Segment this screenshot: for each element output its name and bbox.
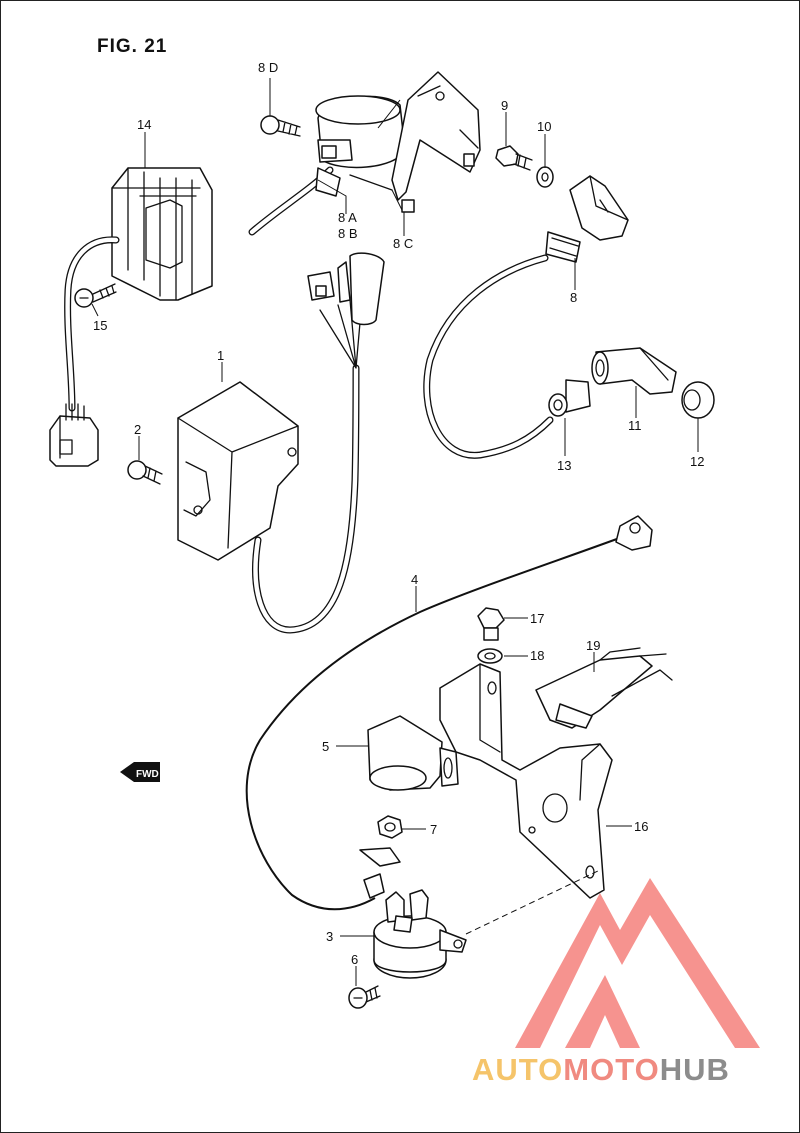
figure-title: FIG. 21	[97, 36, 168, 57]
callout-1: 1	[217, 348, 224, 363]
callout-8b: 8 B	[338, 226, 358, 241]
callout-6: 6	[351, 952, 358, 967]
callout-15: 15	[93, 318, 107, 333]
callout-4: 4	[411, 572, 418, 587]
callout-9: 9	[501, 98, 508, 113]
brand-wordmark: AUTOMOTOHUB	[472, 1052, 730, 1088]
screw-6	[348, 985, 381, 1009]
fwd-label: FWD	[136, 769, 159, 780]
fwd-arrow-icon: FWD	[120, 762, 160, 782]
callout-17: 17	[530, 611, 544, 626]
screw-2	[127, 460, 163, 485]
callout-2: 2	[134, 422, 141, 437]
callout-16: 16	[634, 819, 648, 834]
callout-8a: 8 A	[338, 210, 357, 225]
callout-12: 12	[690, 454, 704, 469]
callout-19: 19	[586, 638, 600, 653]
callout-8d: 8 D	[258, 60, 278, 75]
callout-8c: 8 C	[393, 236, 413, 251]
mounting-bracket-16	[439, 663, 613, 899]
cdi-wire-harness	[252, 252, 385, 634]
callout-3: 3	[326, 929, 333, 944]
callout-13: 13	[557, 458, 571, 473]
lead-wire-4	[245, 515, 653, 911]
coil-bracket-8c	[391, 71, 481, 213]
brand-part-moto: MOTO	[563, 1052, 660, 1087]
callout-11: 11	[628, 418, 642, 433]
washer-10	[536, 166, 554, 188]
grommet-13	[548, 379, 591, 417]
callout-7: 7	[430, 822, 437, 837]
washer-18	[477, 648, 503, 664]
brand-logo-icon	[515, 878, 760, 1048]
starter-relay-3	[373, 889, 467, 979]
cdi-unit-1	[177, 381, 299, 561]
spark-plug-cap-11	[591, 347, 677, 395]
callout-18: 18	[530, 648, 544, 663]
callout-8: 8	[570, 290, 577, 305]
regulator-rectifier	[111, 167, 213, 301]
ignition-coil	[248, 95, 406, 236]
screw-15	[74, 283, 117, 308]
brand-part-hub: HUB	[659, 1052, 730, 1087]
holder-clip-19	[535, 647, 673, 729]
callout-labels: 8 D 14 15 8 A 8 B 8 C 9 10 8 1 2 11 12 1…	[93, 60, 704, 967]
regulator-wire-harness	[49, 236, 120, 467]
callout-10: 10	[537, 119, 551, 134]
brand-part-auto: AUTO	[472, 1052, 564, 1087]
callout-5: 5	[322, 739, 329, 754]
leader-lines	[91, 78, 699, 986]
callout-14: 14	[137, 117, 151, 132]
bolt-17	[477, 607, 505, 641]
nut-7	[377, 815, 403, 839]
cap-12	[681, 381, 715, 419]
screw-8d	[260, 115, 301, 137]
terminal-cover-5	[367, 715, 459, 791]
bolt-9	[495, 145, 533, 171]
pickup-coil-8	[423, 175, 629, 459]
